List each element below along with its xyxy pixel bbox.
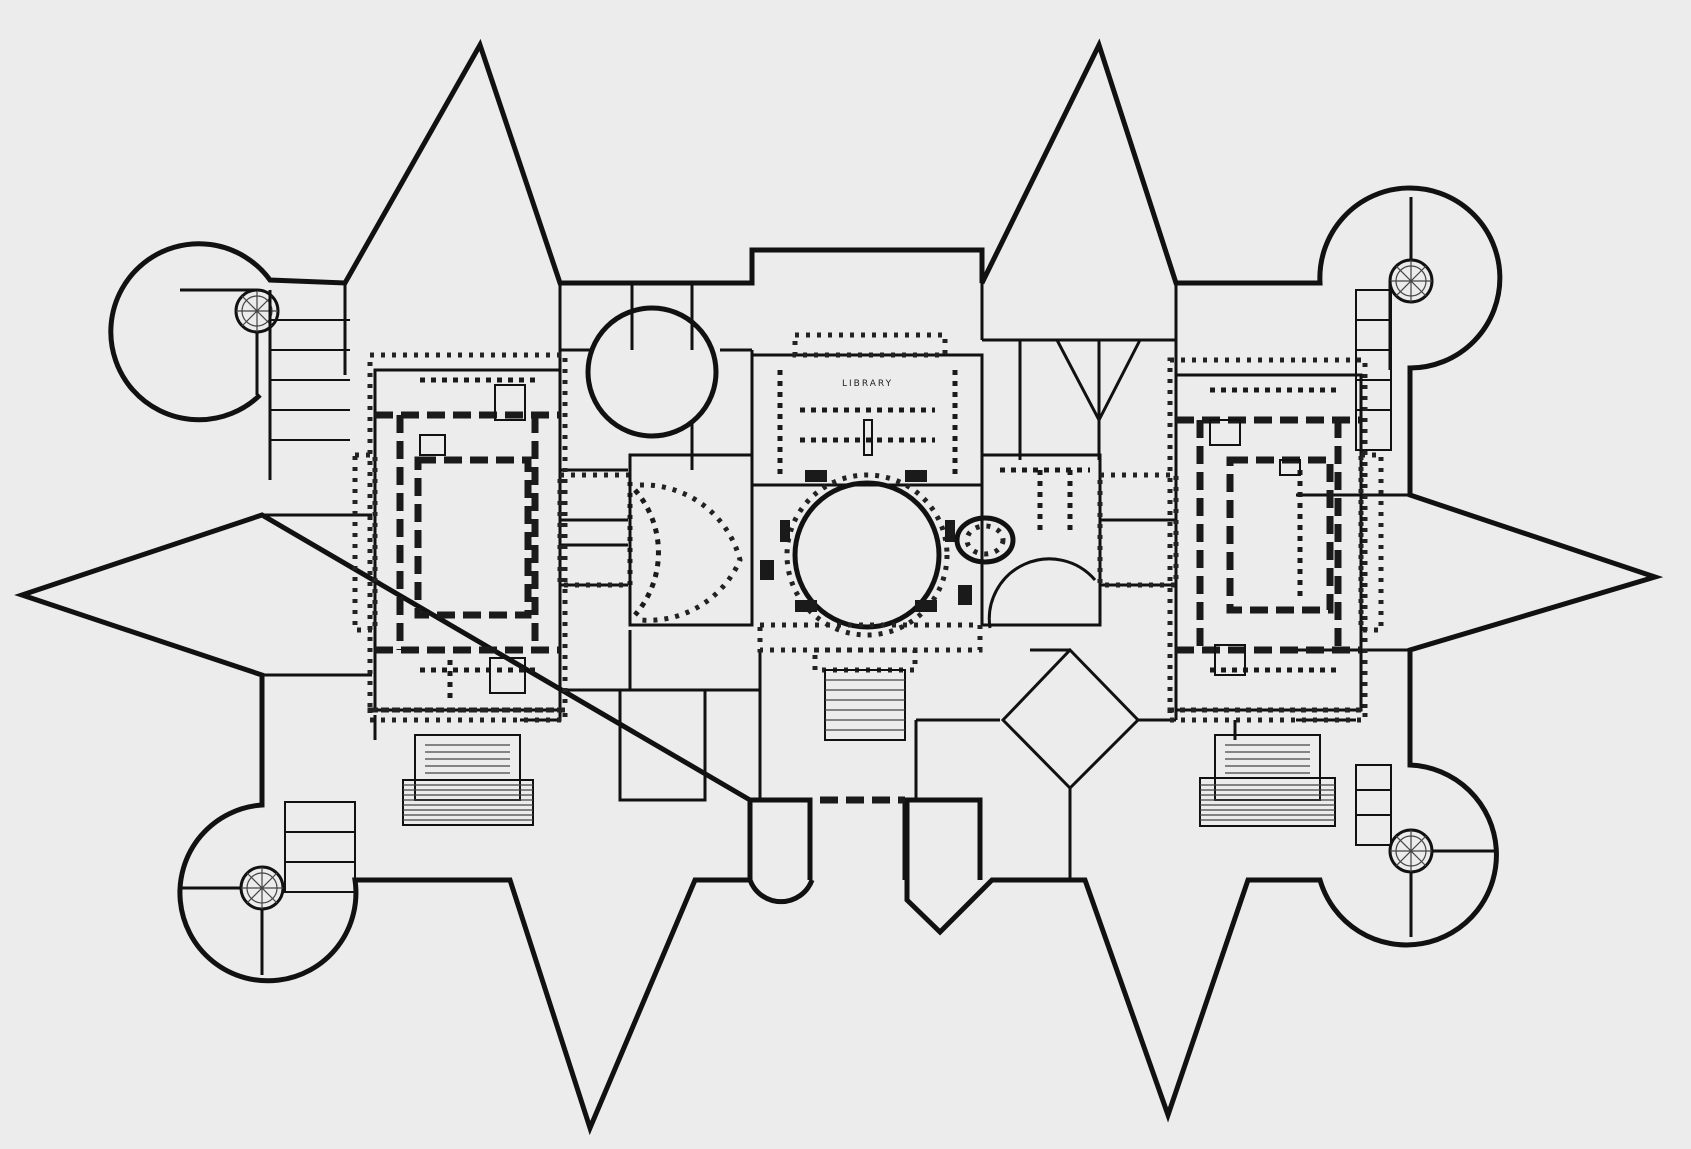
west-wing <box>352 352 633 826</box>
central-entrance-steps <box>824 669 906 741</box>
central-block: LIBRARY <box>628 332 1102 741</box>
east-wing <box>1097 357 1384 827</box>
round-court <box>585 305 719 439</box>
rotunda-piers <box>760 470 972 612</box>
library-label: LIBRARY <box>842 379 893 389</box>
bastion-stairs <box>180 197 1495 975</box>
spiral-stair-se <box>1388 828 1434 874</box>
square-court <box>618 688 707 802</box>
east-entrance-steps <box>1199 734 1336 827</box>
main-rotunda <box>792 480 942 630</box>
spiral-stair-nw <box>234 288 280 334</box>
connecting-rooms <box>262 283 1410 880</box>
fort-outline <box>14 38 1664 1136</box>
spiral-stair-ne <box>1388 258 1434 304</box>
spiral-stair-sw <box>239 865 285 911</box>
library-desk <box>863 419 873 456</box>
west-entrance-steps <box>402 734 534 826</box>
